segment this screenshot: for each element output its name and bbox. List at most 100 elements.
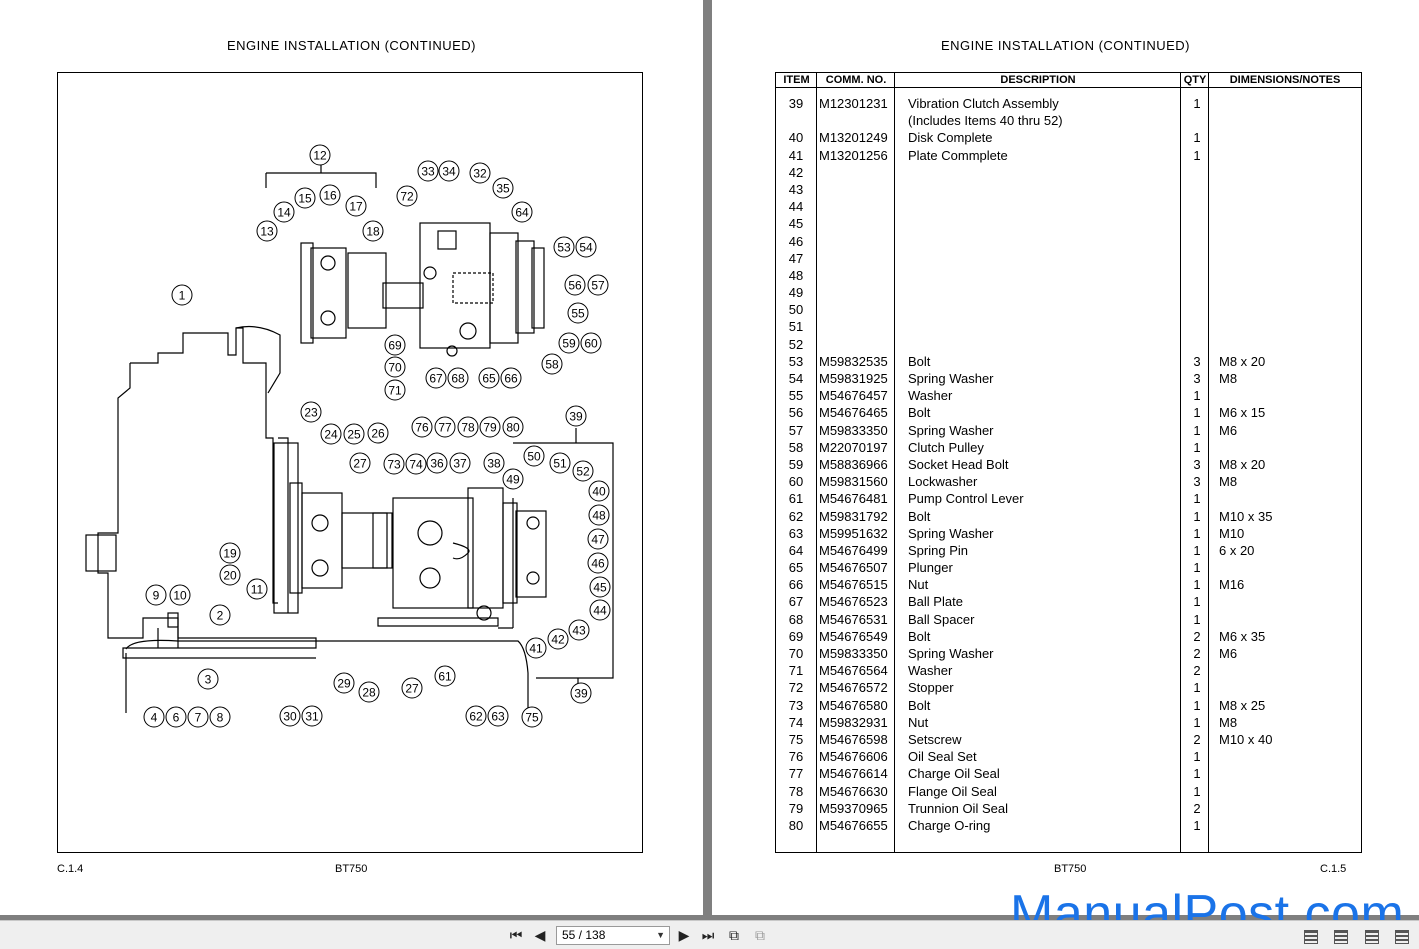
callout-23: 23 xyxy=(300,401,322,423)
callout-70: 70 xyxy=(384,356,406,378)
svg-text:8: 8 xyxy=(217,711,224,725)
cell-dim: M6 xyxy=(1219,422,1238,438)
svg-text:12: 12 xyxy=(313,149,327,163)
callout-27: 27 xyxy=(401,677,423,699)
callout-55: 55 xyxy=(567,302,589,324)
svg-text:66: 66 xyxy=(504,372,518,386)
callout-53: 53 xyxy=(553,236,575,258)
single-page-view-icon[interactable] xyxy=(1303,930,1318,944)
chevron-down-icon[interactable]: ▼ xyxy=(656,930,665,940)
rotate-view-icon[interactable]: ⧉ xyxy=(729,927,739,943)
cell-desc: Bolt xyxy=(908,508,931,524)
cell-desc: Bolt xyxy=(908,353,931,369)
cell-qty: 2 xyxy=(1193,663,1201,679)
page-right: ENGINE INSTALLATION (CONTINUED) ITEM COM… xyxy=(712,0,1419,915)
page-number-input[interactable]: 55 / 138 ▼ xyxy=(556,926,670,945)
cell-comm: M54676481 xyxy=(819,491,888,507)
cell-item: 66 xyxy=(788,577,804,593)
callout-37: 37 xyxy=(449,452,471,474)
svg-text:52: 52 xyxy=(576,465,590,479)
cell-qty: 1 xyxy=(1193,697,1201,713)
svg-text:64: 64 xyxy=(515,206,529,220)
cell-comm: M12301231 xyxy=(819,96,888,111)
continuous-view-icon[interactable] xyxy=(1334,930,1349,944)
cell-dim: M10 x 40 xyxy=(1219,731,1273,747)
cell-qty: 1 xyxy=(1193,388,1201,404)
svg-text:2: 2 xyxy=(217,609,224,623)
cell-qty: 1 xyxy=(1193,766,1201,782)
two-page-continuous-icon[interactable] xyxy=(1395,930,1409,944)
last-page-icon[interactable]: ⏭ xyxy=(701,927,715,943)
cell-item: 64 xyxy=(788,542,804,558)
svg-text:9: 9 xyxy=(153,589,160,603)
svg-text:7: 7 xyxy=(195,711,202,725)
table-row: 51 xyxy=(776,318,1361,335)
next-page-icon[interactable]: ▶ xyxy=(678,927,690,943)
page-indicator: 55 / 138 xyxy=(562,928,606,942)
svg-text:62: 62 xyxy=(469,710,483,724)
callout-44: 44 xyxy=(589,599,611,621)
callout-39: 39 xyxy=(565,405,587,427)
callout-65: 65 xyxy=(478,367,500,389)
cell-item: 61 xyxy=(788,491,804,507)
svg-text:41: 41 xyxy=(529,642,543,656)
cell-qty: 3 xyxy=(1193,474,1201,490)
table-row: 46 xyxy=(776,233,1361,250)
cell-item: 71 xyxy=(788,663,804,679)
header-item: ITEM xyxy=(783,74,810,86)
svg-text:1: 1 xyxy=(179,289,186,303)
svg-text:53: 53 xyxy=(557,241,571,255)
callout-63: 63 xyxy=(487,705,509,727)
callout-52: 52 xyxy=(572,460,594,482)
svg-text:34: 34 xyxy=(442,165,456,179)
svg-text:77: 77 xyxy=(438,421,452,435)
cell-comm: M59951632 xyxy=(819,525,888,541)
previous-page-icon[interactable]: ◀ xyxy=(534,927,546,943)
cell-desc: Plunger xyxy=(908,560,953,576)
table-row: 44 xyxy=(776,198,1361,215)
two-page-view-icon[interactable] xyxy=(1364,930,1379,944)
cell-item: 67 xyxy=(788,594,804,610)
cell-comm: M54676606 xyxy=(819,749,888,765)
callout-38: 38 xyxy=(483,452,505,474)
cell-desc: Stopper xyxy=(908,680,954,696)
first-page-icon[interactable]: ⏮ xyxy=(509,927,523,943)
svg-text:76: 76 xyxy=(415,421,429,435)
svg-text:40: 40 xyxy=(592,485,606,499)
callout-47: 47 xyxy=(587,528,609,550)
cell-desc: Disk Complete xyxy=(908,130,993,146)
cell-item: 75 xyxy=(788,731,804,747)
svg-text:13: 13 xyxy=(260,225,274,239)
cell-item: 73 xyxy=(788,697,804,713)
table-row: 48 xyxy=(776,267,1361,284)
callout-14: 14 xyxy=(273,201,295,223)
svg-text:25: 25 xyxy=(347,428,361,442)
table-row: 50 xyxy=(776,301,1361,318)
table-row: (Includes Items 40 thru 52) xyxy=(776,112,1361,129)
cell-comm: M54676531 xyxy=(819,611,888,627)
cell-item: 39 xyxy=(788,96,804,111)
cell-item: 43 xyxy=(788,181,804,197)
column-divider xyxy=(895,73,1181,852)
cell-qty: 1 xyxy=(1193,542,1201,558)
callout-80: 80 xyxy=(502,416,524,438)
callout-1: 1 xyxy=(171,284,193,306)
svg-text:72: 72 xyxy=(400,190,414,204)
cell-item: 60 xyxy=(788,474,804,490)
callout-42: 42 xyxy=(547,628,569,650)
callout-71: 71 xyxy=(384,379,406,401)
svg-text:39: 39 xyxy=(569,410,583,424)
svg-text:55: 55 xyxy=(571,307,585,321)
fit-page-icon[interactable]: ⧉ xyxy=(755,927,765,943)
cell-qty: 1 xyxy=(1193,422,1201,438)
cell-item: 52 xyxy=(788,336,804,352)
callout-41: 41 xyxy=(525,637,547,659)
